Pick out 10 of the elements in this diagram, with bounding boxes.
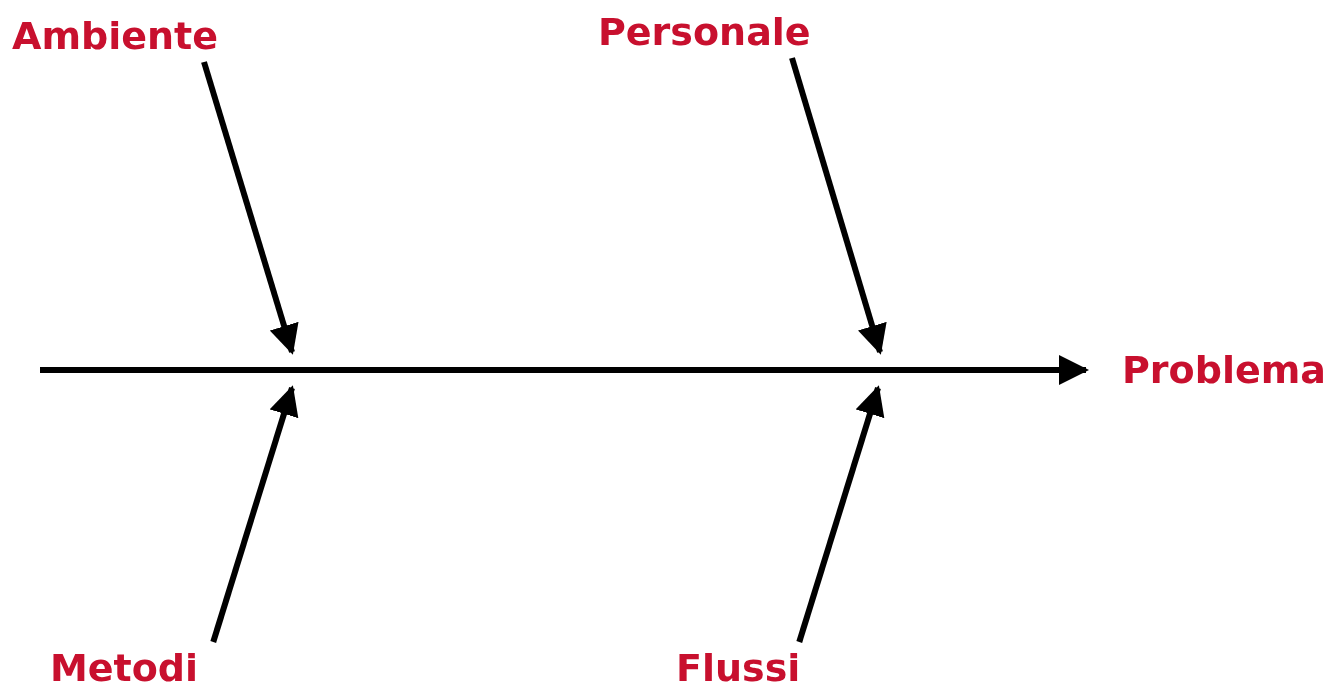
cause-label: Personale (598, 10, 811, 54)
arrow (210, 385, 299, 643)
arrow (40, 355, 1089, 385)
cause-label: Flussi (676, 646, 801, 690)
cause-label: Ambiente (12, 14, 218, 58)
arrow (796, 385, 885, 643)
arrow (789, 57, 887, 355)
cause-label: Metodi (50, 646, 199, 690)
arrow (201, 61, 299, 355)
effect-label: Problema (1122, 348, 1326, 392)
